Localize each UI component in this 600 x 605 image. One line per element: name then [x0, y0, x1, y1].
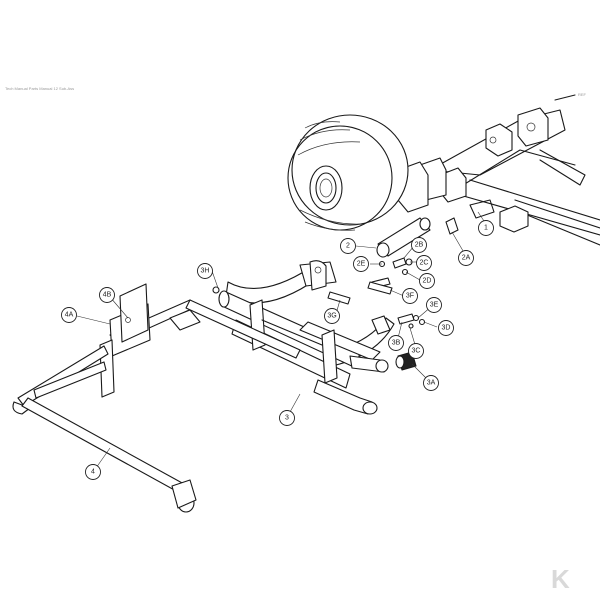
callout-3E: 3E — [426, 297, 442, 313]
callout-4-label: 4 — [91, 469, 95, 476]
callout-3B: 3B — [388, 335, 404, 351]
callout-3A-label: 3A — [427, 380, 436, 387]
callout-3E-label: 3E — [430, 302, 439, 309]
callout-3H-label: 3H — [201, 268, 210, 275]
brand-logo: K — [551, 564, 570, 594]
callout-1: 1 — [478, 220, 494, 236]
callout-4: 4 — [85, 464, 101, 480]
callout-2C: 2C — [416, 255, 432, 271]
callout-3: 3 — [279, 410, 295, 426]
callout-2E-label: 2E — [357, 261, 366, 268]
callout-2D-label: 2D — [423, 278, 432, 285]
callout-3D: 3D — [438, 320, 454, 336]
lift-bracket — [218, 260, 395, 415]
callout-3D-label: 3D — [442, 325, 451, 332]
callout-3B-label: 3B — [392, 340, 401, 347]
callout-2D: 2D — [419, 273, 435, 289]
callout-3F-label: 3F — [406, 293, 414, 300]
callout-4A-label: 4A — [65, 312, 74, 319]
brand-logo-letter: K — [551, 564, 570, 594]
callout-3G-label: 3G — [327, 313, 336, 320]
callout-3G: 3G — [324, 308, 340, 324]
callout-3-label: 3 — [285, 415, 289, 422]
wheel — [287, 114, 409, 231]
callout-3C-label: 3C — [412, 348, 421, 355]
handle-frame — [12, 283, 301, 513]
header-fragment: Tech Manual Parts Manual 12 Sub-Ass — [5, 86, 74, 91]
callout-2-label: 2 — [346, 243, 350, 250]
callouts: 1 2 2A 2B 2C 2D 2E 3 3A 3B 3C 3D 3E 3F 3… — [61, 220, 494, 480]
callout-2A: 2A — [458, 250, 474, 266]
hydraulic-cylinder — [376, 217, 459, 258]
callout-4B: 4B — [99, 287, 115, 303]
corner-fragment: REF — [578, 92, 587, 97]
cylinder-hardware — [371, 257, 413, 289]
callout-2E: 2E — [353, 256, 369, 272]
callout-4B-label: 4B — [103, 292, 112, 299]
callout-2: 2 — [340, 238, 356, 254]
callout-3H: 3H — [197, 263, 213, 279]
callout-2B: 2B — [411, 237, 427, 253]
callout-2A-label: 2A — [462, 255, 471, 262]
callout-3F: 3F — [402, 288, 418, 304]
callout-3C: 3C — [408, 343, 424, 359]
callout-2B-label: 2B — [415, 242, 424, 249]
callout-4A: 4A — [61, 307, 77, 323]
callout-2C-label: 2C — [420, 260, 429, 267]
callout-1-label: 1 — [484, 225, 488, 232]
callout-3A: 3A — [423, 375, 439, 391]
